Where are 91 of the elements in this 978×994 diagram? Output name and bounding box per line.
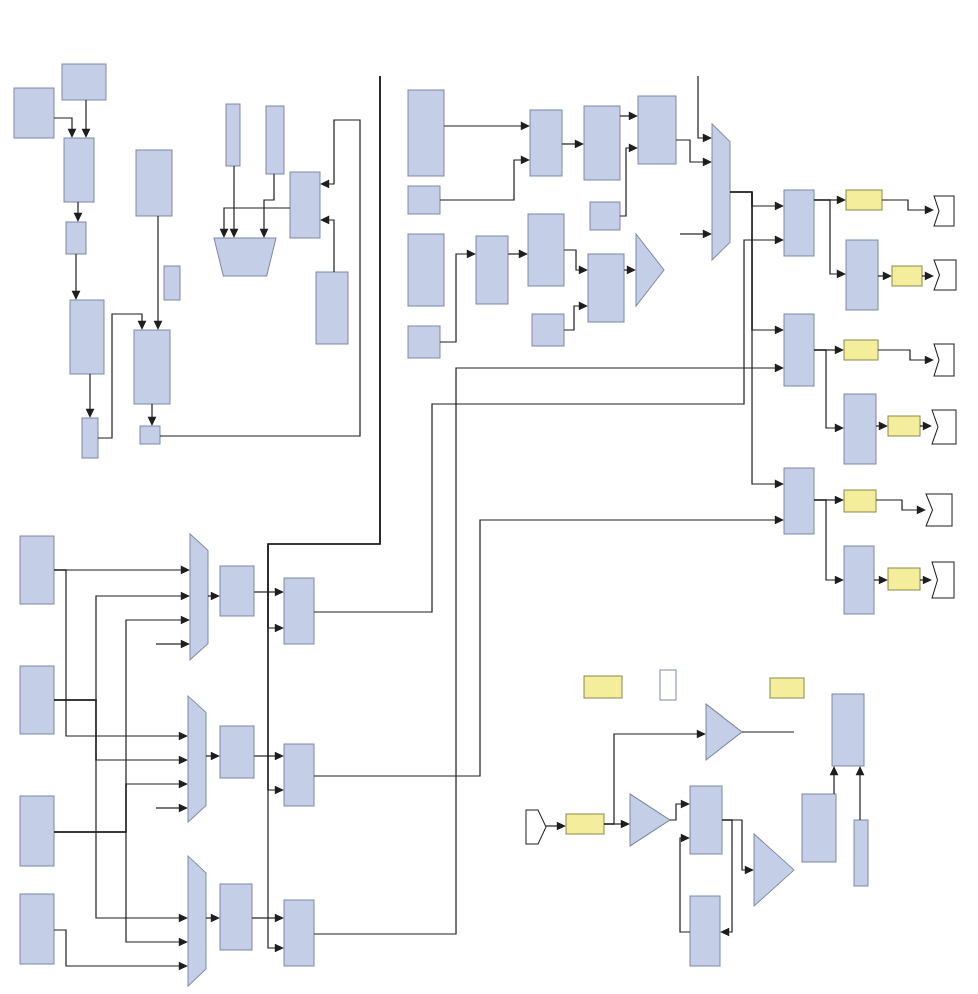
gain-block — [629, 793, 671, 847]
gain-block — [635, 233, 665, 307]
gain-block — [753, 833, 795, 907]
gateway-block — [583, 675, 623, 699]
gateway-block — [769, 677, 805, 699]
block — [13, 87, 55, 139]
block — [163, 265, 181, 301]
block — [65, 221, 87, 255]
gateway-block — [845, 189, 883, 211]
port-block — [525, 809, 547, 845]
block — [225, 103, 241, 167]
block — [265, 105, 285, 175]
signal-arrow — [439, 155, 530, 201]
block — [219, 725, 255, 779]
block — [219, 883, 253, 951]
signal-arrow — [313, 515, 784, 777]
block — [19, 893, 55, 965]
mux-block — [187, 695, 207, 823]
gateway-block — [891, 265, 923, 287]
mux-block — [213, 237, 277, 277]
block — [289, 171, 321, 239]
block — [589, 201, 621, 231]
block — [587, 253, 625, 323]
block — [659, 669, 677, 701]
signal-arrow — [603, 729, 706, 825]
block — [19, 665, 55, 735]
block — [527, 213, 565, 287]
block — [845, 239, 879, 311]
block — [407, 89, 445, 177]
signal-arrow — [720, 819, 733, 937]
port-block — [931, 409, 957, 445]
signal-arrow — [439, 249, 476, 343]
signal-arrow — [669, 799, 690, 821]
port-block — [925, 493, 953, 527]
block — [783, 467, 815, 535]
mux-block — [187, 855, 207, 987]
signal-arrow — [97, 313, 147, 439]
block — [133, 329, 171, 405]
signal-arrow — [159, 119, 361, 437]
block — [801, 793, 837, 863]
port-block — [933, 259, 957, 291]
block — [689, 895, 721, 967]
block — [283, 577, 315, 645]
signal-arrow — [829, 766, 839, 795]
gain-block — [705, 703, 743, 761]
gateway-block — [843, 339, 879, 361]
block — [783, 189, 815, 257]
mux-block — [189, 533, 209, 661]
port-block — [931, 561, 955, 599]
signal-arrow — [53, 117, 77, 138]
block — [219, 565, 255, 617]
block — [407, 185, 441, 215]
block — [81, 417, 99, 459]
block — [63, 137, 95, 203]
gateway-block — [565, 813, 605, 835]
gateway-block — [843, 489, 877, 513]
block — [783, 313, 815, 387]
block — [283, 899, 315, 967]
block — [407, 325, 441, 359]
block — [529, 109, 563, 177]
block — [843, 393, 877, 465]
block — [475, 235, 509, 305]
block — [831, 693, 865, 767]
signal-arrow — [619, 143, 638, 217]
block — [139, 425, 161, 445]
signal-arrow — [855, 766, 865, 821]
signal-line — [741, 731, 795, 733]
block — [407, 233, 445, 307]
mux-block — [711, 123, 731, 261]
signal-arrow — [313, 235, 784, 613]
block — [637, 95, 677, 165]
block — [843, 545, 875, 615]
block — [69, 299, 105, 375]
block — [19, 795, 55, 867]
port-block — [933, 195, 955, 227]
gateway-block — [887, 415, 921, 437]
block — [283, 743, 315, 807]
block — [315, 271, 349, 345]
signal-arrow — [320, 215, 335, 273]
block — [689, 785, 723, 855]
block — [853, 819, 869, 887]
signal-arrow — [679, 833, 691, 933]
block — [583, 105, 621, 181]
block — [19, 535, 55, 605]
block — [135, 149, 173, 217]
block — [61, 63, 107, 101]
signal-arrow — [313, 363, 784, 935]
signal-arrow — [563, 301, 588, 331]
port-block — [933, 343, 955, 377]
block — [531, 313, 565, 347]
gateway-block — [887, 567, 921, 591]
